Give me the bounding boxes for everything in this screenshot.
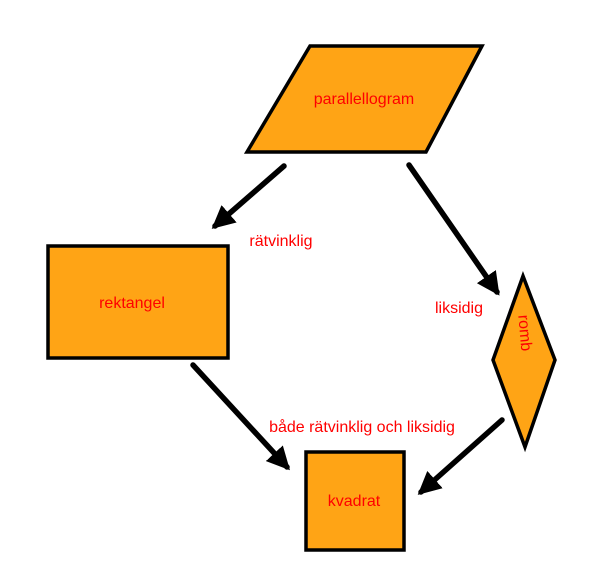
rectangle-shape: [46, 244, 230, 360]
arrow-parallelogram-to-rhombus: [406, 162, 500, 296]
node-label-kvadrat: kvadrat: [327, 493, 381, 511]
node-label-rektangel: rektangel: [99, 295, 165, 313]
node-label-parallellogram: parallellogram: [313, 91, 415, 109]
edge-label-bade-ratvinklig-och-liksidig: både rätvinklig och liksidig: [269, 419, 455, 437]
node-label-romb: romb: [514, 314, 535, 352]
edge-label-liksidig: liksidig: [434, 300, 484, 318]
rhombus-shape: [491, 270, 557, 453]
square-shape: [304, 450, 406, 552]
edge-label-ratvinklig: rätvinklig: [249, 233, 313, 251]
arrow-rectangle-to-square: [190, 362, 290, 471]
arrow-rhombus-to-square: [417, 417, 505, 495]
arrow-parallelogram-to-rectangle: [211, 163, 287, 229]
parallelogram-shape: [243, 44, 485, 154]
